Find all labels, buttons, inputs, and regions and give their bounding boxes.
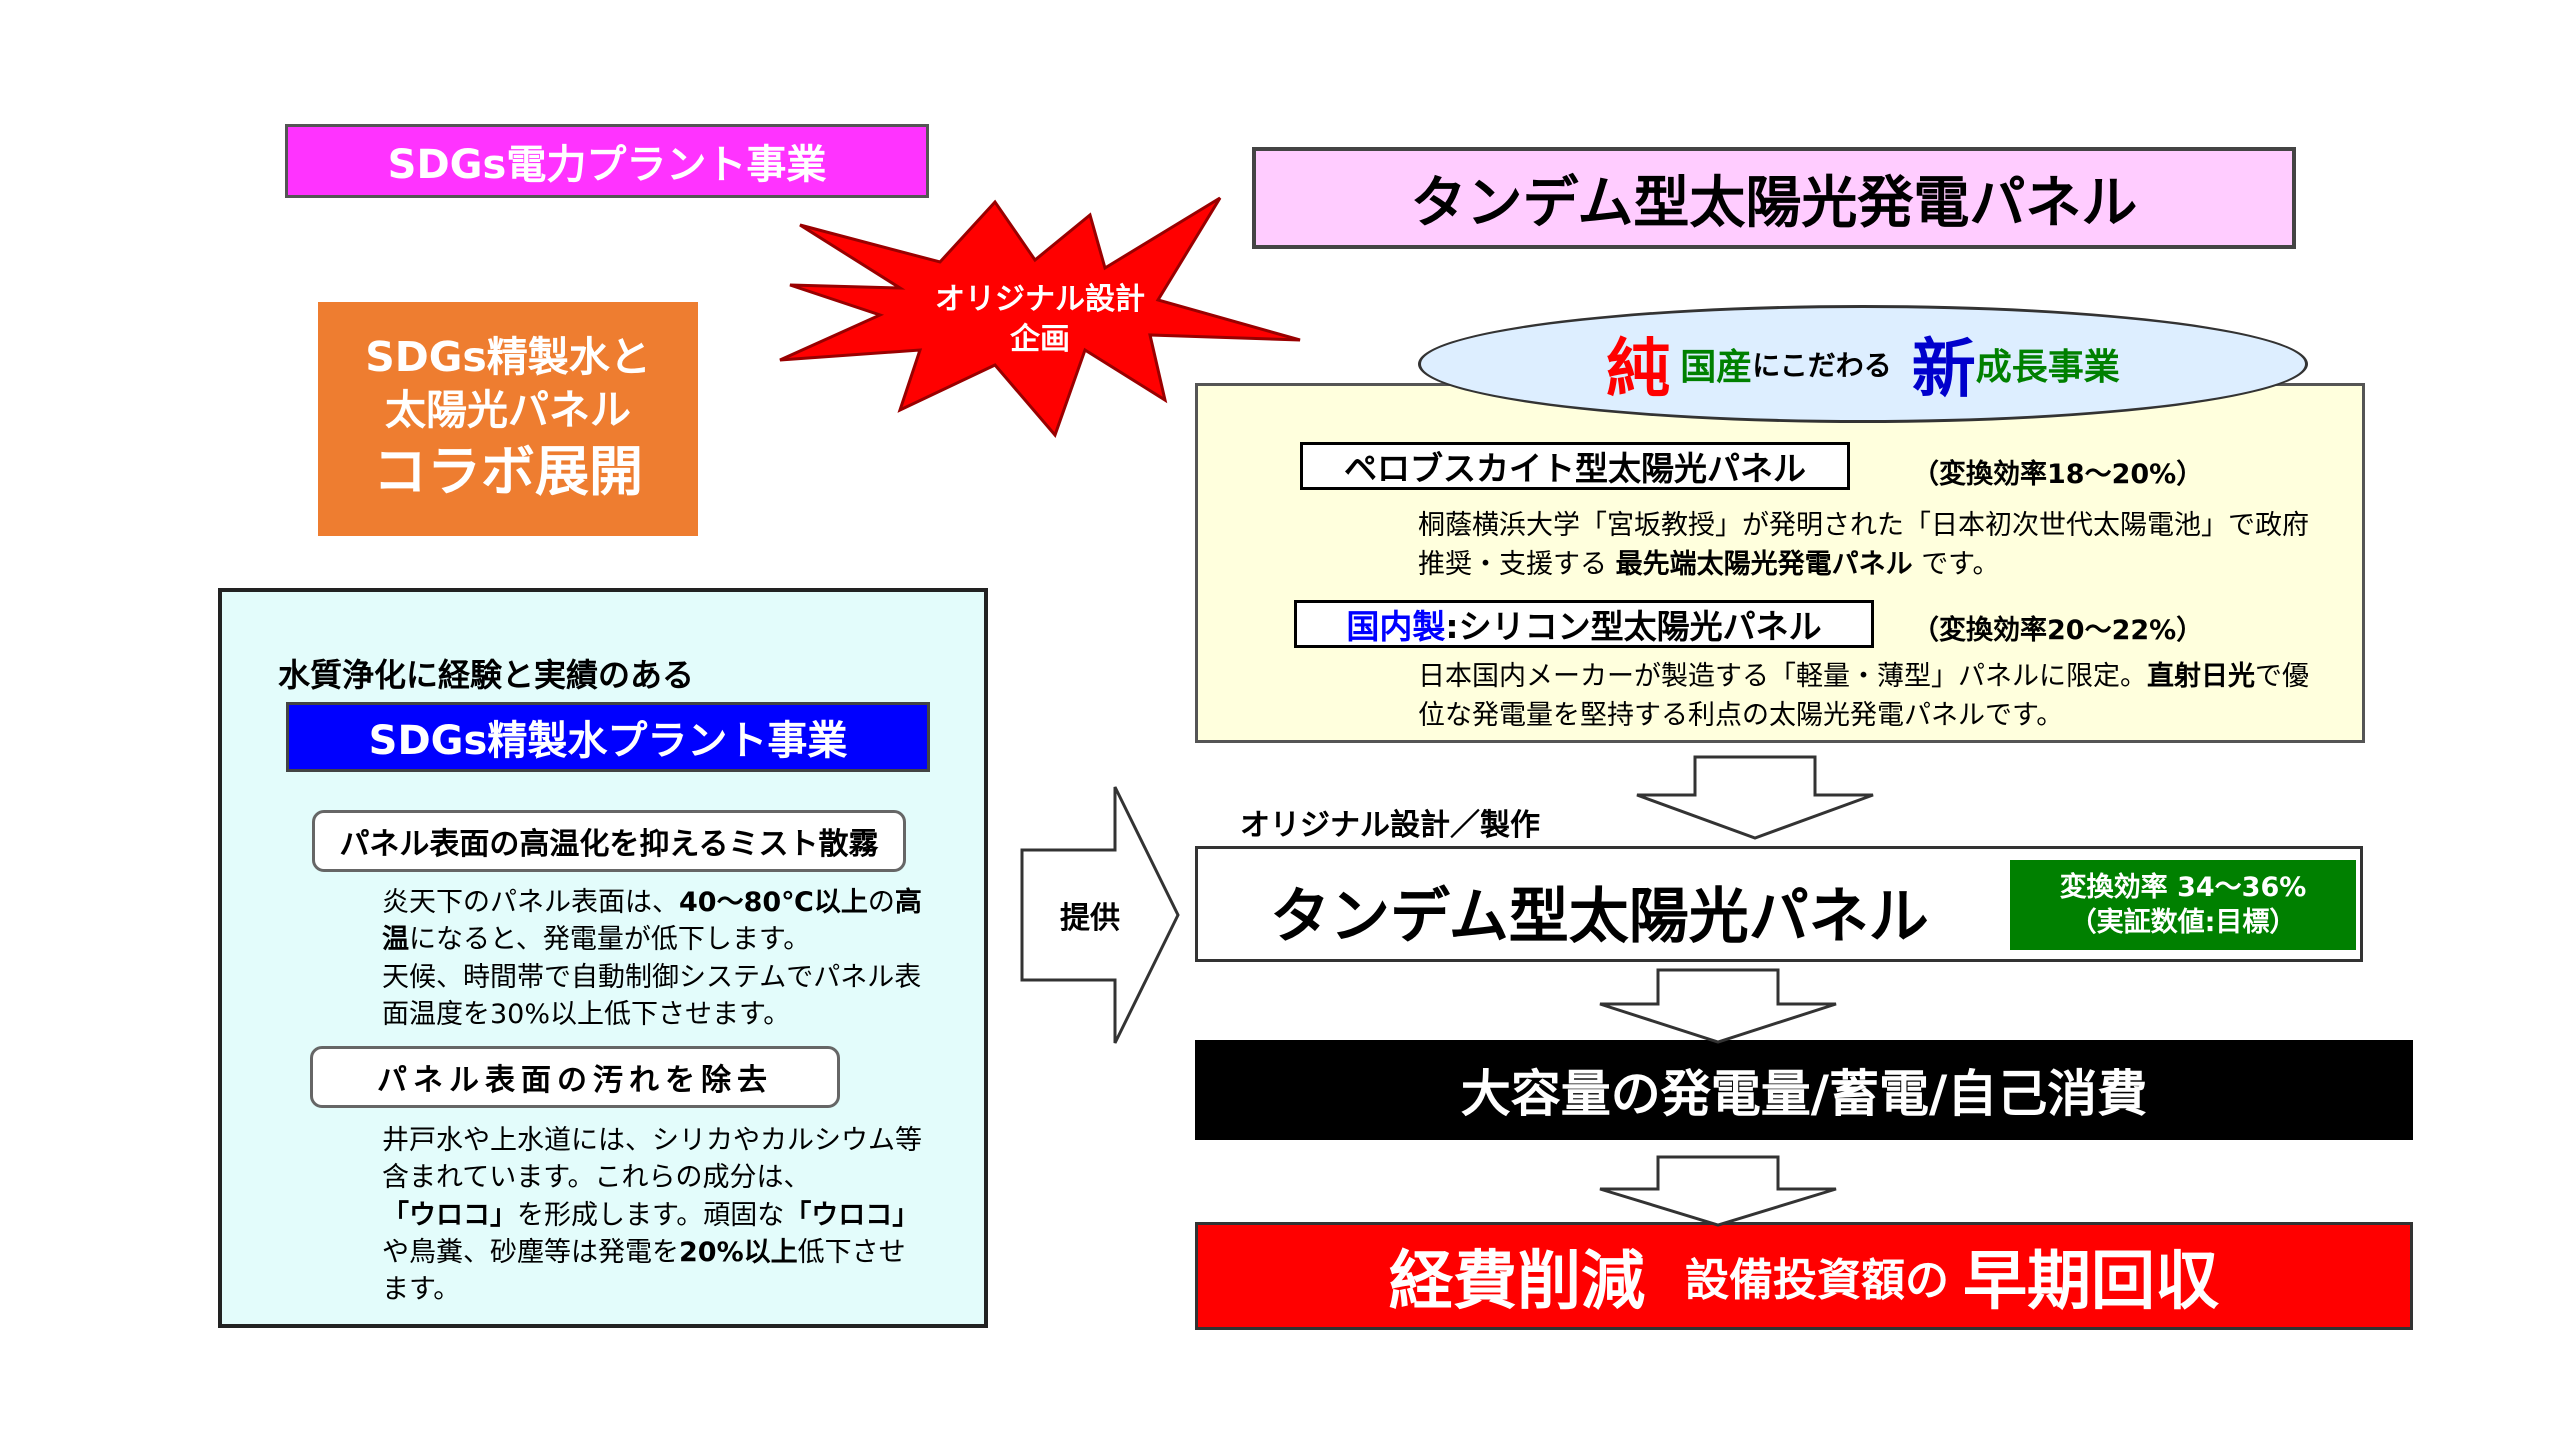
silicon-efficiency: （変換効率20～22%） [1912,615,2204,646]
down-arrow-3 [1599,1155,1837,1227]
mist-text-high: 高温 [382,887,922,956]
starburst-shape [779,196,1301,438]
silicon-label-name: :シリコン型太陽光パネル [1445,607,1822,646]
silicon-desc-a: 日本国内メーカーが製造する「軽量・薄型」パネルに限定。 [1418,661,2147,692]
result-cost: 経費削減 [1389,1245,1645,1319]
down-arrow-2 [1599,968,1837,1044]
collab-line1: SDGs精製水と [365,332,651,381]
perovskite-efficiency: （変換効率18～20%） [1912,459,2204,490]
oval-domestic: 国産 [1680,347,1753,388]
silicon-desc-c: で優位な発電量を堅持する利点の太陽光発電パネルです。 [1418,661,2309,732]
silicon-description: 日本国内メーカーが製造する「軽量・薄型」パネルに限定。直射日光で優位な発電量を堅… [1418,657,2318,735]
mist-text-p2: 天候、時間帯で自動制御システムでパネル表面温度を30%以上低下させます。 [382,961,922,1030]
perovskite-desc-b: 最先端太陽光発電パネル [1615,549,1913,581]
oval-growth: 成長事業 [1975,347,2120,388]
mist-text-temp: 40～80℃以上 [679,887,868,918]
tandem-eff-line1: 変換効率 34～36% [2059,871,2307,903]
tandem-efficiency-badge: 変換効率 34～36% （実証数値:目標） [2010,860,2356,950]
perovskite-label: ペロブスカイト型太陽光パネル [1300,442,1850,490]
design-label: オリジナル設計／製作 [1240,808,1540,843]
collab-line2: 太陽光パネル [385,385,631,434]
power-plant-label: SDGs電力プラント事業 [285,124,929,198]
starburst-text: オリジナル設計 企画 [880,270,1200,370]
oval-particular: にこだわる [1752,349,1892,382]
provide-arrow [1020,786,1180,1044]
collab-line3: コラボ展開 [373,440,643,504]
perovskite-desc-a: 桐蔭横浜大学「宮坂教授」が発明された「日本初次世代太陽電池」で政府推奨・支援する [1418,510,2309,581]
provide-label: 提供 [1060,901,1120,936]
tandem-eff-line2: （実証数値:目標） [2069,907,2297,938]
dirt-text-g: 低下させます。 [382,1236,906,1305]
result-recovery: 早期回収 [1963,1245,2219,1319]
mist-description: 炎天下のパネル表面は、40～80℃以上の高温になると、発電量が低下します。 天候… [382,884,922,1033]
experience-text: 水質浄化に経験と実績のある [278,656,695,694]
dirt-description: 井戸水や上水道には、シリカやカルシウム等含まれています。これらの成分は、「ウロコ… [382,1122,922,1308]
mist-text-e: になると、発電量が低下します。 [409,924,811,956]
collab-box: SDGs精製水と 太陽光パネル コラボ展開 [318,302,698,536]
perovskite-description: 桐蔭横浜大学「宮坂教授」が発明された「日本初次世代太陽電池」で政府推奨・支援する… [1418,506,2318,584]
growth-oval [1418,305,2308,423]
water-plant-label: SDGs精製水プラント事業 [286,702,930,772]
oval-new: 新 [1911,333,1976,407]
down-arrow-1 [1636,755,1874,840]
mist-text-a: 炎天下のパネル表面は、 [382,887,679,918]
silicon-label: 国内製:シリコン型太陽光パネル [1294,600,1874,648]
dirt-text-c: を形成します。頑固な [517,1199,785,1231]
mist-text-c: の [867,887,895,918]
oval-pure: 純 [1606,333,1671,407]
starburst-line2: 企画 [1010,322,1070,357]
growth-oval-text: 純 国産 にこだわる 新 成長事業 [1418,305,2308,423]
silicon-desc-b: 直射日光 [2147,661,2255,692]
dirt-label: パネル表面の汚れを除去 [310,1046,840,1108]
perovskite-desc-c: です。 [1921,549,2000,581]
dirt-text-percent: 20%以上 [679,1236,798,1268]
dirt-text-e: や鳥糞、砂塵等は発電を [382,1236,679,1268]
dirt-text-uroko1: 「ウロコ」 [382,1199,517,1231]
dirt-text-a: 井戸水や上水道には、シリカやカルシウム等含まれています。これらの成分は、 [382,1125,922,1194]
starburst-line1: オリジナル設計 [935,281,1145,317]
dirt-text-uroko2: 「ウロコ」 [784,1199,920,1231]
silicon-label-domestic: 国内製 [1346,607,1446,646]
result-box: 経費削減 設備投資額の 早期回収 [1195,1222,2413,1330]
mist-label: パネル表面の高温化を抑えるミスト散霧 [312,810,906,872]
storage-box: 大容量の発電量/蓄電/自己消費 [1195,1040,2413,1140]
tandem-title: タンデム型太陽光発電パネル [1252,147,2296,249]
tandem-panel-name: タンデム型太陽光パネル [1270,882,1929,952]
result-investment: 設備投資額の [1685,1255,1949,1306]
